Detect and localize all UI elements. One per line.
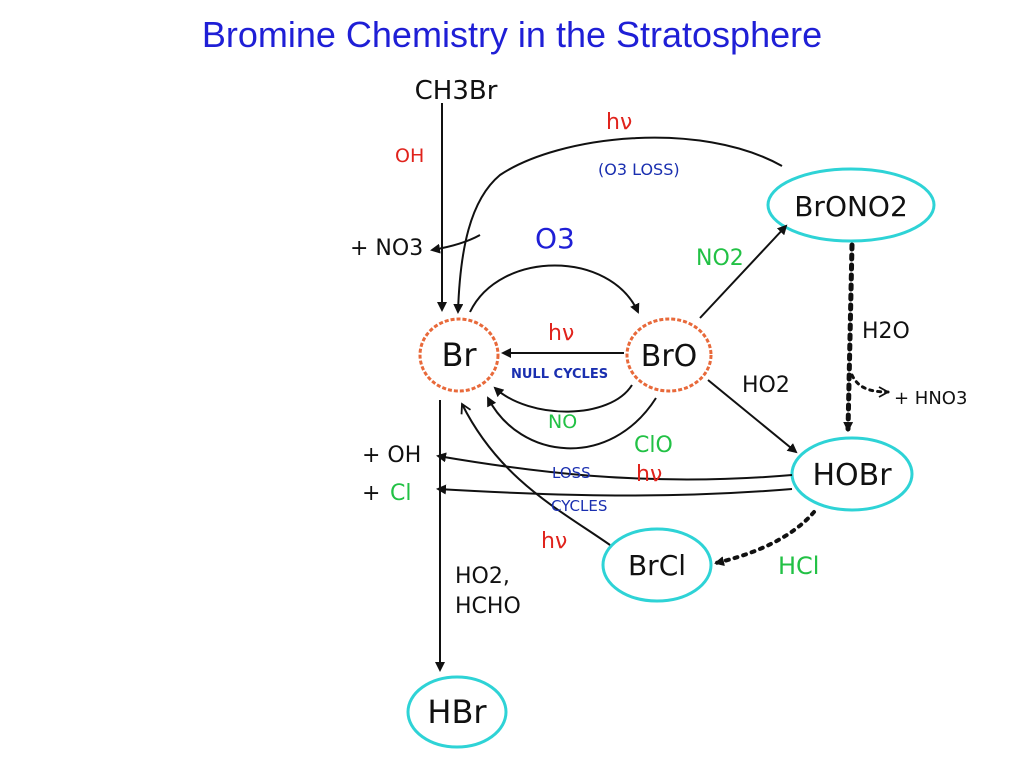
loss-label: LOSS xyxy=(552,464,591,482)
bro-to-br-no-arrow xyxy=(493,384,633,413)
oh-red-label: OH xyxy=(395,145,424,167)
brono2-ring xyxy=(766,167,936,243)
cycles-label: CYCLES xyxy=(551,497,607,515)
hobr-label: HOBr xyxy=(812,458,892,493)
o3-loss-label: (O3 LOSS) xyxy=(598,160,680,179)
hobr-to-brcl-arrow xyxy=(714,510,816,567)
no3-branch-arrow xyxy=(430,234,481,254)
hbr-ring xyxy=(406,675,508,749)
bro-to-br-clo-arrow xyxy=(487,396,657,450)
bro-to-hobr-arrow xyxy=(707,379,798,454)
o3-label: O3 xyxy=(535,222,575,255)
hno3-plus-label: + HNO3 xyxy=(894,388,967,409)
br-label: Br xyxy=(441,336,477,374)
br-to-bro-o3-arrow xyxy=(469,264,640,314)
ch3br-label: CH3Br xyxy=(415,76,498,106)
null-cycles-label: NULL CYCLES xyxy=(511,367,608,382)
hv-top-label: hν xyxy=(606,110,632,135)
brono2-label: BrONO2 xyxy=(794,190,908,223)
no-label: NO xyxy=(548,411,577,433)
cl-label: Cl xyxy=(390,481,411,506)
hv-brcl-label: hν xyxy=(541,529,567,554)
h2o-label: H2O xyxy=(862,319,910,344)
clo-label: ClO xyxy=(634,433,673,458)
ho2-label: HO2 xyxy=(742,373,790,398)
bro-to-brono2-arrow xyxy=(699,224,788,319)
brono2-photolysis-arrow xyxy=(453,136,783,314)
oh-plus-label: + OH xyxy=(362,443,421,468)
hobr-to-cl-arrow xyxy=(436,484,793,497)
brcl-label: BrCl xyxy=(628,549,686,582)
bro-label: BrO xyxy=(641,339,698,374)
no2-label: NO2 xyxy=(696,246,744,271)
hobr-ring xyxy=(790,436,914,512)
page-title: Bromine Chemistry in the Stratosphere xyxy=(201,14,823,55)
hcho-label: HCHO xyxy=(455,594,521,619)
hcl-label: HCl xyxy=(778,552,819,580)
hno3-branch-arrow xyxy=(850,373,890,398)
bro-ring xyxy=(625,317,713,393)
ho2-comma-label: HO2, xyxy=(455,564,510,589)
cl-plus-prefix: + xyxy=(362,481,380,506)
hv-mid-label: hν xyxy=(548,321,574,346)
hv-loss-label: hν xyxy=(636,462,662,487)
brcl-to-br-arrow xyxy=(460,402,611,546)
hobr-to-oh-arrow xyxy=(436,452,793,481)
brono2-to-hobr-arrow xyxy=(843,242,855,433)
hbr-label: HBr xyxy=(427,693,487,731)
brcl-ring xyxy=(601,527,713,603)
no3-plus-label: + NO3 xyxy=(350,236,423,261)
br-ring xyxy=(418,317,500,393)
